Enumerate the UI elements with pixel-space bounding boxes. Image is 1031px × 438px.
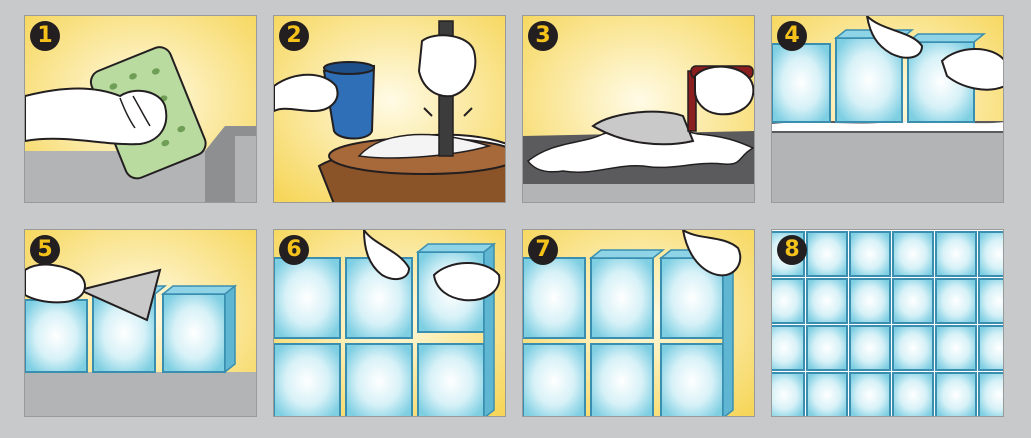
glass-block [850, 279, 890, 323]
glass-block [979, 326, 1004, 370]
stack-second-row-icon [274, 230, 506, 417]
glass-block [979, 279, 1004, 323]
step-number-badge: 5 [30, 235, 60, 265]
trowel-spread-mortar-icon [523, 16, 755, 203]
place-first-row-blocks-icon [772, 16, 1004, 203]
step-panel-4: 4 [771, 15, 1004, 203]
step-panel-2: 2 [273, 15, 506, 203]
glass-block [772, 279, 804, 323]
step-panel-3: 3 [522, 15, 755, 203]
step-panel-1: 1 [24, 15, 257, 203]
step-number-badge: 8 [777, 235, 807, 265]
glass-block [893, 326, 933, 370]
glass-block [807, 326, 847, 370]
step-number-badge: 3 [528, 21, 558, 51]
glass-block [936, 373, 976, 417]
glass-block [772, 326, 804, 370]
glass-block [807, 279, 847, 323]
glass-block [979, 232, 1004, 276]
step-number-badge: 7 [528, 235, 558, 265]
finished-glass-block-wall-icon [772, 230, 1004, 417]
step-panel-5: 5 [24, 229, 257, 417]
glass-block [807, 373, 847, 417]
step-panel-8: 8 [771, 229, 1004, 417]
glass-block [850, 232, 890, 276]
glass-block [893, 232, 933, 276]
step-number-badge: 1 [30, 21, 60, 51]
glass-block [850, 373, 890, 417]
glass-block [979, 373, 1004, 417]
step-number-badge: 4 [777, 21, 807, 51]
step-panel-7: 7 [522, 229, 755, 417]
glass-block [936, 279, 976, 323]
glass-block [936, 232, 976, 276]
glass-block [850, 326, 890, 370]
mixing-mortar-icon [274, 16, 506, 203]
align-blocks-icon [523, 230, 755, 417]
glass-block [893, 373, 933, 417]
glass-block [807, 232, 847, 276]
glass-block [893, 279, 933, 323]
sponge-wet-wall-icon [25, 16, 257, 203]
step-number-badge: 2 [279, 21, 309, 51]
trowel-between-blocks-icon [25, 230, 257, 417]
step-number-badge: 6 [279, 235, 309, 265]
step-panel-6: 6 [273, 229, 506, 417]
glass-block [936, 326, 976, 370]
glass-block [772, 373, 804, 417]
